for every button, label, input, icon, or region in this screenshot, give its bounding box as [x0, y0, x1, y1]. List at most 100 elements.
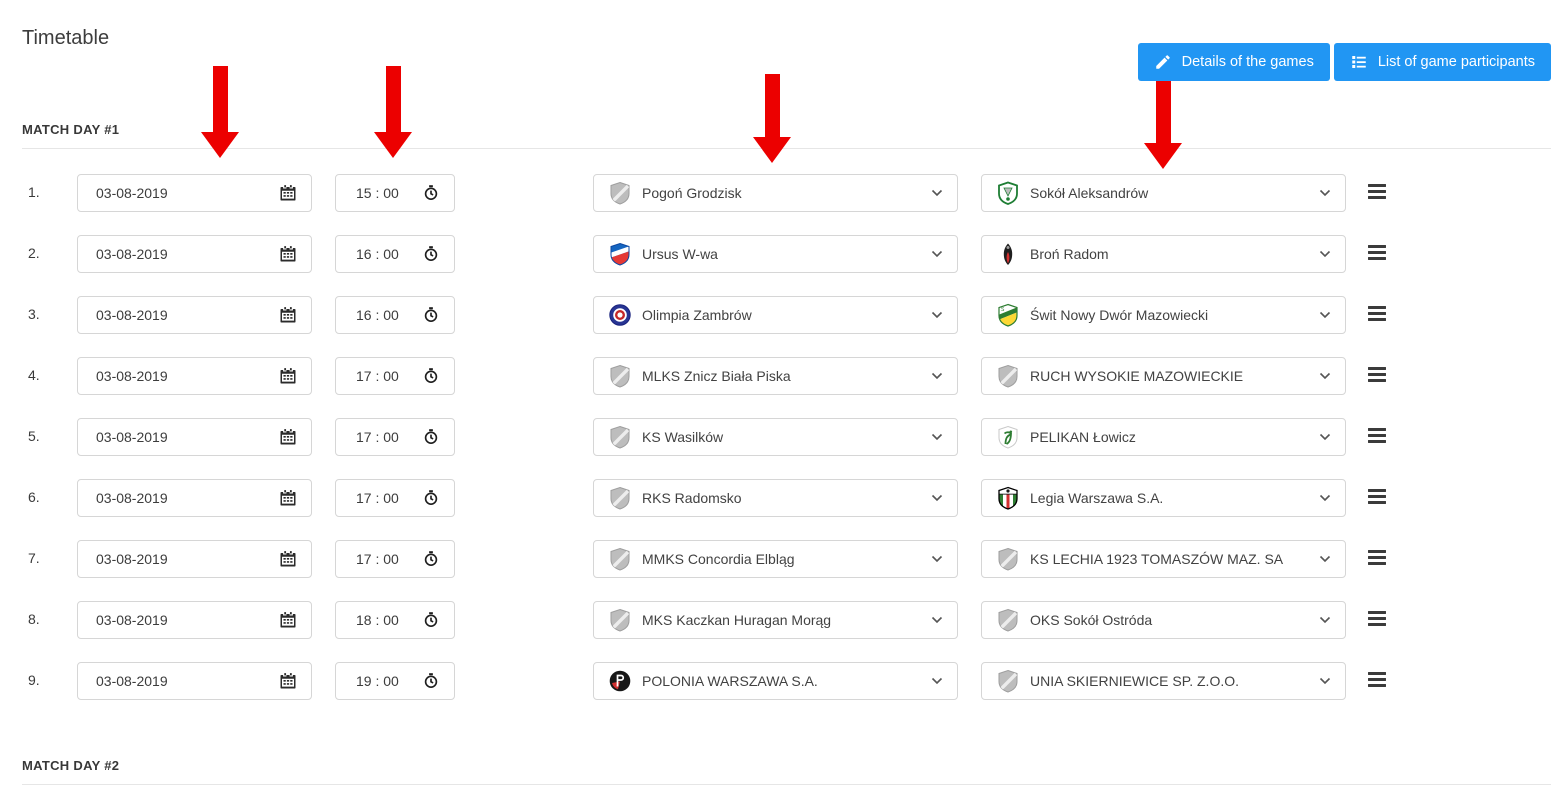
home-team-select[interactable]: RKS Radomsko	[593, 479, 958, 517]
calendar-icon[interactable]	[279, 672, 297, 690]
match-row: 9. 03-08-2019 19 : 00 POLONIA WARSZAWA S…	[22, 662, 1551, 700]
date-input[interactable]: 03-08-2019	[77, 601, 312, 639]
toolbar: Details of the games List of game partic…	[1137, 43, 1551, 81]
clock-icon[interactable]	[422, 550, 440, 568]
bron-radom-crest	[996, 242, 1020, 266]
row-number: 5.	[28, 428, 40, 444]
drag-handle-icon[interactable]	[1368, 182, 1386, 201]
drag-handle-icon[interactable]	[1368, 609, 1386, 628]
time-input[interactable]: 19 : 00	[335, 662, 455, 700]
date-input[interactable]: 03-08-2019	[77, 357, 312, 395]
clock-icon[interactable]	[422, 611, 440, 629]
placeholder-crest	[996, 547, 1020, 571]
list-of-participants-button[interactable]: List of game participants	[1333, 43, 1551, 81]
home-team-select[interactable]: Olimpia Zambrów	[593, 296, 958, 334]
chevron-down-icon	[1319, 433, 1331, 441]
placeholder-crest	[996, 608, 1020, 632]
date-input[interactable]: 03-08-2019	[77, 235, 312, 273]
date-input[interactable]: 03-08-2019	[77, 296, 312, 334]
home-team-name: KS Wasilków	[642, 429, 724, 445]
clock-icon[interactable]	[422, 306, 440, 324]
swit-crest: S	[996, 303, 1020, 327]
away-team-select[interactable]: UNIA SKIERNIEWICE SP. Z.O.O.	[981, 662, 1346, 700]
away-team-select[interactable]: KS LECHIA 1923 TOMASZÓW MAZ. SA	[981, 540, 1346, 578]
time-input[interactable]: 16 : 00	[335, 296, 455, 334]
time-value: 15 : 00	[356, 185, 399, 201]
away-team-name: OKS Sokół Ostróda	[1030, 612, 1153, 628]
time-value: 18 : 00	[356, 612, 399, 628]
home-team-name: RKS Radomsko	[642, 490, 742, 506]
date-input[interactable]: 03-08-2019	[77, 418, 312, 456]
date-input[interactable]: 03-08-2019	[77, 662, 312, 700]
clock-icon[interactable]	[422, 489, 440, 507]
calendar-icon[interactable]	[279, 306, 297, 324]
away-team-select[interactable]: S Świt Nowy Dwór Mazowiecki	[981, 296, 1346, 334]
home-team-name: MMKS Concordia Elbląg	[642, 551, 795, 567]
row-number: 2.	[28, 245, 40, 261]
match-row: 1. 03-08-2019 15 : 00 Pogoń Grodzisk Sok…	[22, 174, 1551, 212]
home-team-select[interactable]: MKS Kaczkan Huragan Morąg	[593, 601, 958, 639]
time-input[interactable]: 16 : 00	[335, 235, 455, 273]
time-input[interactable]: 17 : 00	[335, 357, 455, 395]
page-title: Timetable	[22, 27, 110, 49]
drag-handle-icon[interactable]	[1368, 487, 1386, 506]
timetable-page: Timetable Details of the games List of g…	[0, 26, 1567, 789]
away-team-select[interactable]: RUCH WYSOKIE MAZOWIECKIE	[981, 357, 1346, 395]
drag-handle-icon[interactable]	[1368, 426, 1386, 445]
match-row: 7. 03-08-2019 17 : 00 MMKS Concordia Elb…	[22, 540, 1551, 578]
home-team-select[interactable]: POLONIA WARSZAWA S.A.	[593, 662, 958, 700]
date-value: 03-08-2019	[96, 673, 168, 689]
clock-icon[interactable]	[422, 367, 440, 385]
away-team-select[interactable]: Sokół Aleksandrów	[981, 174, 1346, 212]
home-team-name: POLONIA WARSZAWA S.A.	[642, 673, 818, 689]
time-input[interactable]: 17 : 00	[335, 540, 455, 578]
home-team-select[interactable]: KS Wasilków	[593, 418, 958, 456]
row-number: 7.	[28, 550, 40, 566]
chevron-down-icon	[1319, 189, 1331, 197]
time-input[interactable]: 17 : 00	[335, 418, 455, 456]
home-team-select[interactable]: Pogoń Grodzisk	[593, 174, 958, 212]
calendar-icon[interactable]	[279, 428, 297, 446]
date-value: 03-08-2019	[96, 612, 168, 628]
home-team-select[interactable]: MLKS Znicz Biała Piska	[593, 357, 958, 395]
drag-handle-icon[interactable]	[1368, 670, 1386, 689]
placeholder-crest	[608, 364, 632, 388]
drag-handle-icon[interactable]	[1368, 548, 1386, 567]
drag-handle-icon[interactable]	[1368, 304, 1386, 323]
match-row: 2. 03-08-2019 16 : 00 Ursus W-wa Broń Ra…	[22, 235, 1551, 273]
home-team-select[interactable]: Ursus W-wa	[593, 235, 958, 273]
drag-handle-icon[interactable]	[1368, 365, 1386, 384]
date-input[interactable]: 03-08-2019	[77, 174, 312, 212]
away-team-select[interactable]: Broń Radom	[981, 235, 1346, 273]
away-team-select[interactable]: PELIKAN Łowicz	[981, 418, 1346, 456]
date-input[interactable]: 03-08-2019	[77, 540, 312, 578]
calendar-icon[interactable]	[279, 550, 297, 568]
calendar-icon[interactable]	[279, 611, 297, 629]
svg-text:S: S	[1001, 307, 1005, 313]
calendar-icon[interactable]	[279, 367, 297, 385]
clock-icon[interactable]	[422, 184, 440, 202]
chevron-down-icon	[1319, 677, 1331, 685]
drag-handle-icon[interactable]	[1368, 243, 1386, 262]
pencil-icon	[1154, 53, 1172, 71]
calendar-icon[interactable]	[279, 489, 297, 507]
away-team-select[interactable]: Legia Warszawa S.A.	[981, 479, 1346, 517]
home-team-select[interactable]: MMKS Concordia Elbląg	[593, 540, 958, 578]
time-value: 17 : 00	[356, 429, 399, 445]
chevron-down-icon	[931, 311, 943, 319]
placeholder-crest	[608, 486, 632, 510]
time-input[interactable]: 17 : 00	[335, 479, 455, 517]
date-input[interactable]: 03-08-2019	[77, 479, 312, 517]
calendar-icon[interactable]	[279, 184, 297, 202]
calendar-icon[interactable]	[279, 245, 297, 263]
time-input[interactable]: 18 : 00	[335, 601, 455, 639]
time-input[interactable]: 15 : 00	[335, 174, 455, 212]
details-of-games-button[interactable]: Details of the games	[1137, 43, 1330, 81]
clock-icon[interactable]	[422, 428, 440, 446]
away-team-select[interactable]: OKS Sokół Ostróda	[981, 601, 1346, 639]
clock-icon[interactable]	[422, 672, 440, 690]
red-arrow-time-column	[374, 66, 412, 158]
match-day-2-header: MATCH DAY #2	[22, 758, 120, 773]
match-row: 6. 03-08-2019 17 : 00 RKS Radomsko Legia…	[22, 479, 1551, 517]
clock-icon[interactable]	[422, 245, 440, 263]
